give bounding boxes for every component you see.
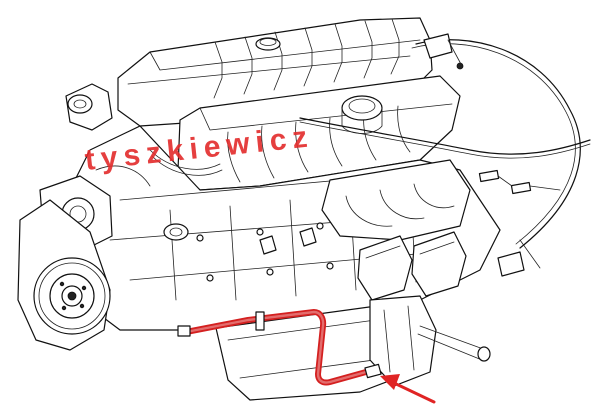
- crankshaft-pulley: [33, 257, 111, 335]
- thermostat-housing: [65, 83, 113, 131]
- intake-manifold: [177, 75, 461, 191]
- arrow-up-left-icon: [380, 374, 436, 404]
- exhaust-manifold: [321, 159, 491, 387]
- highlighted-pipe: [177, 309, 382, 386]
- throttle-cable: [299, 33, 591, 249]
- hoses-and-fittings: [149, 149, 541, 277]
